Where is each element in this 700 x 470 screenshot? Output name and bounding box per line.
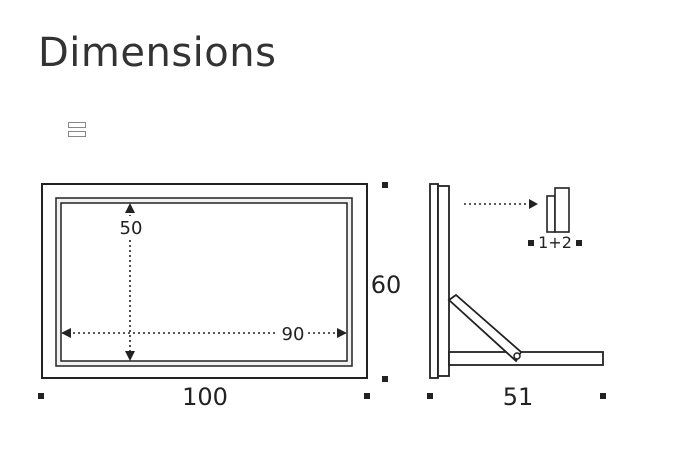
callout-arrow <box>529 199 538 209</box>
detail-label: 1+2 <box>538 233 572 252</box>
side-panel-back <box>429 183 439 379</box>
arrow-right <box>337 328 347 338</box>
corner-marker <box>382 182 388 188</box>
corner-marker <box>382 376 388 382</box>
arrow-up <box>125 203 135 213</box>
arrow-down <box>125 351 135 361</box>
outer-width-label: 100 <box>182 383 228 411</box>
corner-marker <box>600 393 606 399</box>
detail-marker <box>528 240 534 246</box>
corner-marker <box>38 393 44 399</box>
inner-width-label: 90 <box>282 324 305 345</box>
page-title: Dimensions <box>38 30 277 76</box>
detail-panel-1 <box>546 195 556 233</box>
folded-shelf <box>448 351 604 366</box>
detail-panel-2 <box>554 187 570 233</box>
outer-height-label: 60 <box>371 271 402 299</box>
corner-marker <box>427 393 433 399</box>
support-leg <box>447 293 523 363</box>
front-view: 50 90 60 100 <box>38 182 401 411</box>
detail-marker <box>576 240 582 246</box>
corner-marker <box>364 393 370 399</box>
inner-height-label: 50 <box>120 218 143 239</box>
side-view: 51 1+2 <box>427 183 606 411</box>
stacked-layers-icon[interactable] <box>68 120 86 140</box>
side-depth-label: 51 <box>503 383 534 411</box>
arrow-left <box>61 328 71 338</box>
side-panel-front <box>437 185 450 377</box>
